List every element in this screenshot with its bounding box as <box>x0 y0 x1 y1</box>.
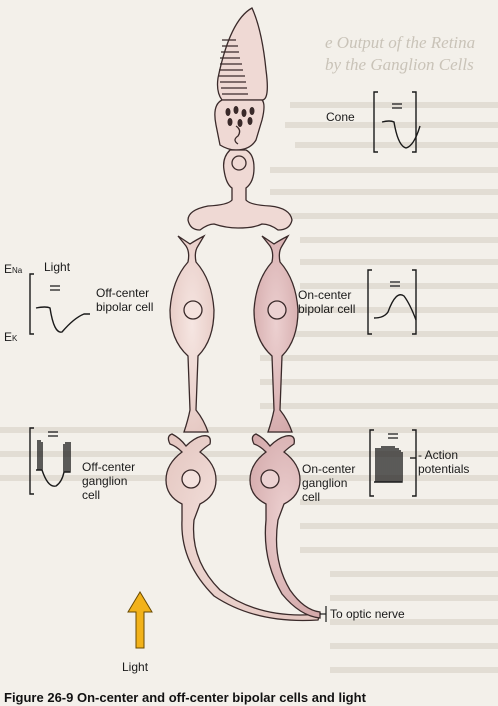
e-na-subscript: Na <box>12 266 23 275</box>
on-ganglion-response-trace <box>369 429 417 497</box>
off-center-bipolar-cell <box>169 234 215 433</box>
background-heading-1: e Output of the Retina <box>325 33 475 52</box>
optic-nerve-label: To optic nerve <box>330 607 405 621</box>
e-k-letter: E <box>4 330 13 344</box>
cone-cell <box>187 7 293 231</box>
off-ganglion-label: Off-center ganglion cell <box>82 460 136 502</box>
on-center-ganglion-cell <box>249 433 321 619</box>
e-na-letter: E <box>4 262 13 276</box>
off-bipolar-label: Off-center bipolar cell <box>96 286 154 314</box>
e-k-subscript: K <box>12 334 18 343</box>
background-heading-2: by the Ganglion Cells <box>325 55 474 74</box>
light-label-bottom: Light <box>122 660 149 674</box>
figure-caption: Figure 26-9 On-center and off-center bip… <box>4 690 366 705</box>
on-ganglion-label: On-center ganglion cell <box>302 462 356 504</box>
on-center-bipolar-cell <box>253 234 299 433</box>
off-ganglion-response-trace <box>29 427 71 495</box>
on-bipolar-response-trace <box>367 269 417 335</box>
optic-nerve-pointer <box>320 606 327 622</box>
on-bipolar-label: On-center bipolar cell <box>298 288 356 316</box>
off-center-ganglion-cell <box>165 433 321 622</box>
e-na-label: ENa <box>4 262 22 278</box>
cone-label: Cone <box>326 110 355 124</box>
cone-response-trace <box>373 91 421 153</box>
action-potentials-label: - Action potentials <box>418 448 470 476</box>
light-label-top: Light <box>44 260 71 274</box>
light-arrow-icon <box>127 591 153 649</box>
off-bipolar-response-trace <box>29 273 90 335</box>
e-k-label: EK <box>4 330 17 346</box>
